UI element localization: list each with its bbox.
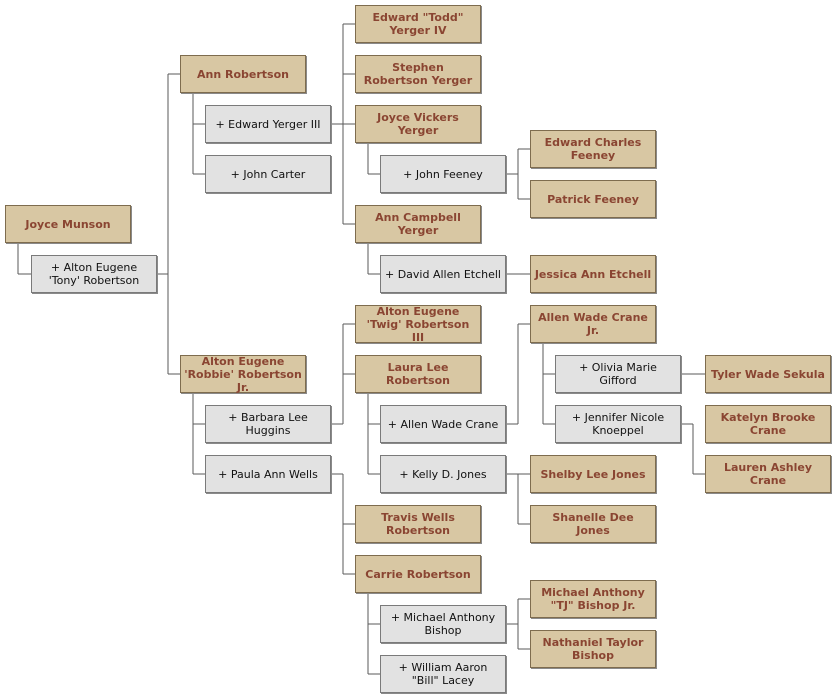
person-ann-campbell-yerger: Ann Campbell Yerger: [355, 205, 481, 243]
spouse-barbara-lee-huggins: + Barbara Lee Huggins: [205, 405, 331, 443]
person-carrie-robertson: Carrie Robertson: [355, 555, 481, 593]
person-ann-robertson: Ann Robertson: [180, 55, 306, 93]
person-edward-todd-yerger-iv: Edward "Todd" Yerger IV: [355, 5, 481, 43]
person-tyler-wade-sekula: Tyler Wade Sekula: [705, 355, 831, 393]
person-travis-wells-robertson: Travis Wells Robertson: [355, 505, 481, 543]
person-lauren-ashley-crane: Lauren Ashley Crane: [705, 455, 831, 493]
spouse-john-carter: + John Carter: [205, 155, 331, 193]
person-alton-robbie-robertson-jr: Alton Eugene 'Robbie' Robertson Jr.: [180, 355, 306, 394]
spouse-allen-wade-crane: + Allen Wade Crane: [380, 405, 506, 443]
person-laura-lee-robertson: Laura Lee Robertson: [355, 355, 481, 393]
spouse-william-bill-lacey: + William Aaron "Bill" Lacey: [380, 655, 506, 693]
spouse-michael-anthony-bishop: + Michael Anthony Bishop: [380, 605, 506, 643]
person-nathaniel-taylor-bishop: Nathaniel Taylor Bishop: [530, 630, 656, 668]
person-alton-twig-robertson-iii: Alton Eugene 'Twig' Robertson III: [355, 305, 481, 344]
person-jessica-ann-etchell: Jessica Ann Etchell: [530, 255, 656, 293]
spouse-jennifer-nicole-knoeppel: + Jennifer Nicole Knoeppel: [555, 405, 681, 443]
spouse-olivia-marie-gifford: + Olivia Marie Gifford: [555, 355, 681, 393]
person-shanelle-dee-jones: Shanelle Dee Jones: [530, 505, 656, 543]
person-patrick-feeney: Patrick Feeney: [530, 180, 656, 218]
person-michael-tj-bishop-jr: Michael Anthony "TJ" Bishop Jr.: [530, 580, 656, 618]
person-joyce-vickers-yerger: Joyce Vickers Yerger: [355, 105, 481, 143]
person-katelyn-brooke-crane: Katelyn Brooke Crane: [705, 405, 831, 443]
spouse-paula-ann-wells: + Paula Ann Wells: [205, 455, 331, 493]
person-shelby-lee-jones: Shelby Lee Jones: [530, 455, 656, 493]
person-joyce-munson: Joyce Munson: [5, 205, 131, 243]
spouse-john-feeney: + John Feeney: [380, 155, 506, 193]
spouse-kelly-d-jones: + Kelly D. Jones: [380, 455, 506, 493]
spouse-edward-yerger-iii: + Edward Yerger III: [205, 105, 331, 143]
person-allen-wade-crane-jr: Allen Wade Crane Jr.: [530, 305, 656, 343]
person-stephen-robertson-yerger: Stephen Robertson Yerger: [355, 55, 481, 93]
spouse-david-allen-etchell: + David Allen Etchell: [380, 255, 506, 293]
person-edward-charles-feeney: Edward Charles Feeney: [530, 130, 656, 168]
spouse-alton-tony-robertson: + Alton Eugene 'Tony' Robertson: [31, 255, 157, 293]
